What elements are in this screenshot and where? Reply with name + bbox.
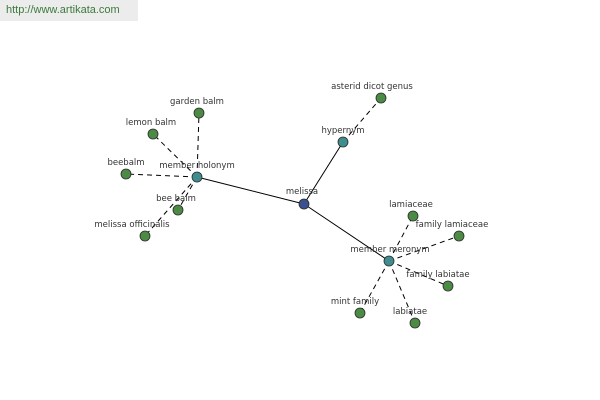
center-node-label: melissa xyxy=(286,187,318,197)
edge-hypernym xyxy=(303,141,344,205)
edge-family-labiatae xyxy=(388,260,449,287)
leaf-node-bee-balm[interactable] xyxy=(172,204,184,216)
edge-asterid-dicot-genus xyxy=(342,97,382,143)
center-node[interactable] xyxy=(298,198,310,210)
relation-node-member-holonym[interactable] xyxy=(191,171,203,183)
edge-melissa-officinalis xyxy=(144,176,198,237)
leaf-node-garden-balm[interactable] xyxy=(193,107,205,119)
relation-node-member-meronym[interactable] xyxy=(383,255,395,267)
leaf-node-mint-family[interactable] xyxy=(354,307,366,319)
leaf-node-lamiaceae[interactable] xyxy=(407,210,419,222)
relation-label-member-holonym: member holonym xyxy=(159,161,234,171)
edge-lemon-balm xyxy=(152,133,198,178)
edge-member-holonym xyxy=(196,176,305,205)
leaf-label-family-lamiaceae: family lamiaceae xyxy=(416,220,489,230)
leaf-label-family-labiatae: family labiatae xyxy=(406,270,469,280)
leaf-node-family-lamiaceae[interactable] xyxy=(453,230,465,242)
leaf-label-mint-family: mint family xyxy=(331,297,379,307)
relation-label-hypernym: hypernym xyxy=(321,126,364,136)
leaf-node-asterid-dicot-genus[interactable] xyxy=(375,92,387,104)
edge-beebalm xyxy=(125,173,198,178)
site-url-link[interactable]: http://www.artikata.com xyxy=(6,4,120,16)
leaf-node-lemon-balm[interactable] xyxy=(147,128,159,140)
edge-member-meronym xyxy=(303,203,390,262)
leaf-node-family-labiatae[interactable] xyxy=(442,280,454,292)
leaf-label-asterid-dicot-genus: asterid dicot genus xyxy=(331,82,413,92)
leaf-label-lamiaceae: lamiaceae xyxy=(389,200,433,210)
relation-node-hypernym[interactable] xyxy=(337,136,349,148)
relation-label-member-meronym: member meronym xyxy=(350,245,429,255)
leaf-label-garden-balm: garden balm xyxy=(170,97,224,107)
edge-labiatae xyxy=(388,260,416,324)
leaf-label-melissa-officinalis: melissa officinalis xyxy=(94,220,170,230)
graph-nodes xyxy=(120,92,465,329)
graph-labels: melissa garden balm lemon balm beebalm bee b… xyxy=(94,82,488,317)
leaf-label-labiatae: labiatae xyxy=(393,307,427,317)
leaf-node-labiatae[interactable] xyxy=(409,317,421,329)
leaf-label-beebalm: beebalm xyxy=(107,158,144,168)
edge-mint-family xyxy=(359,260,390,314)
leaf-label-lemon-balm: lemon balm xyxy=(126,118,176,128)
leaf-label-bee-balm: bee balm xyxy=(156,194,196,204)
leaf-node-melissa-officinalis[interactable] xyxy=(139,230,151,242)
edge-bee-balm xyxy=(177,176,198,211)
edge-garden-balm xyxy=(196,112,200,178)
leaf-node-beebalm[interactable] xyxy=(120,168,132,180)
graph-edges xyxy=(125,97,460,324)
edge-family-lamiaceae xyxy=(388,235,460,262)
url-banner: http://www.artikata.com xyxy=(0,0,138,21)
